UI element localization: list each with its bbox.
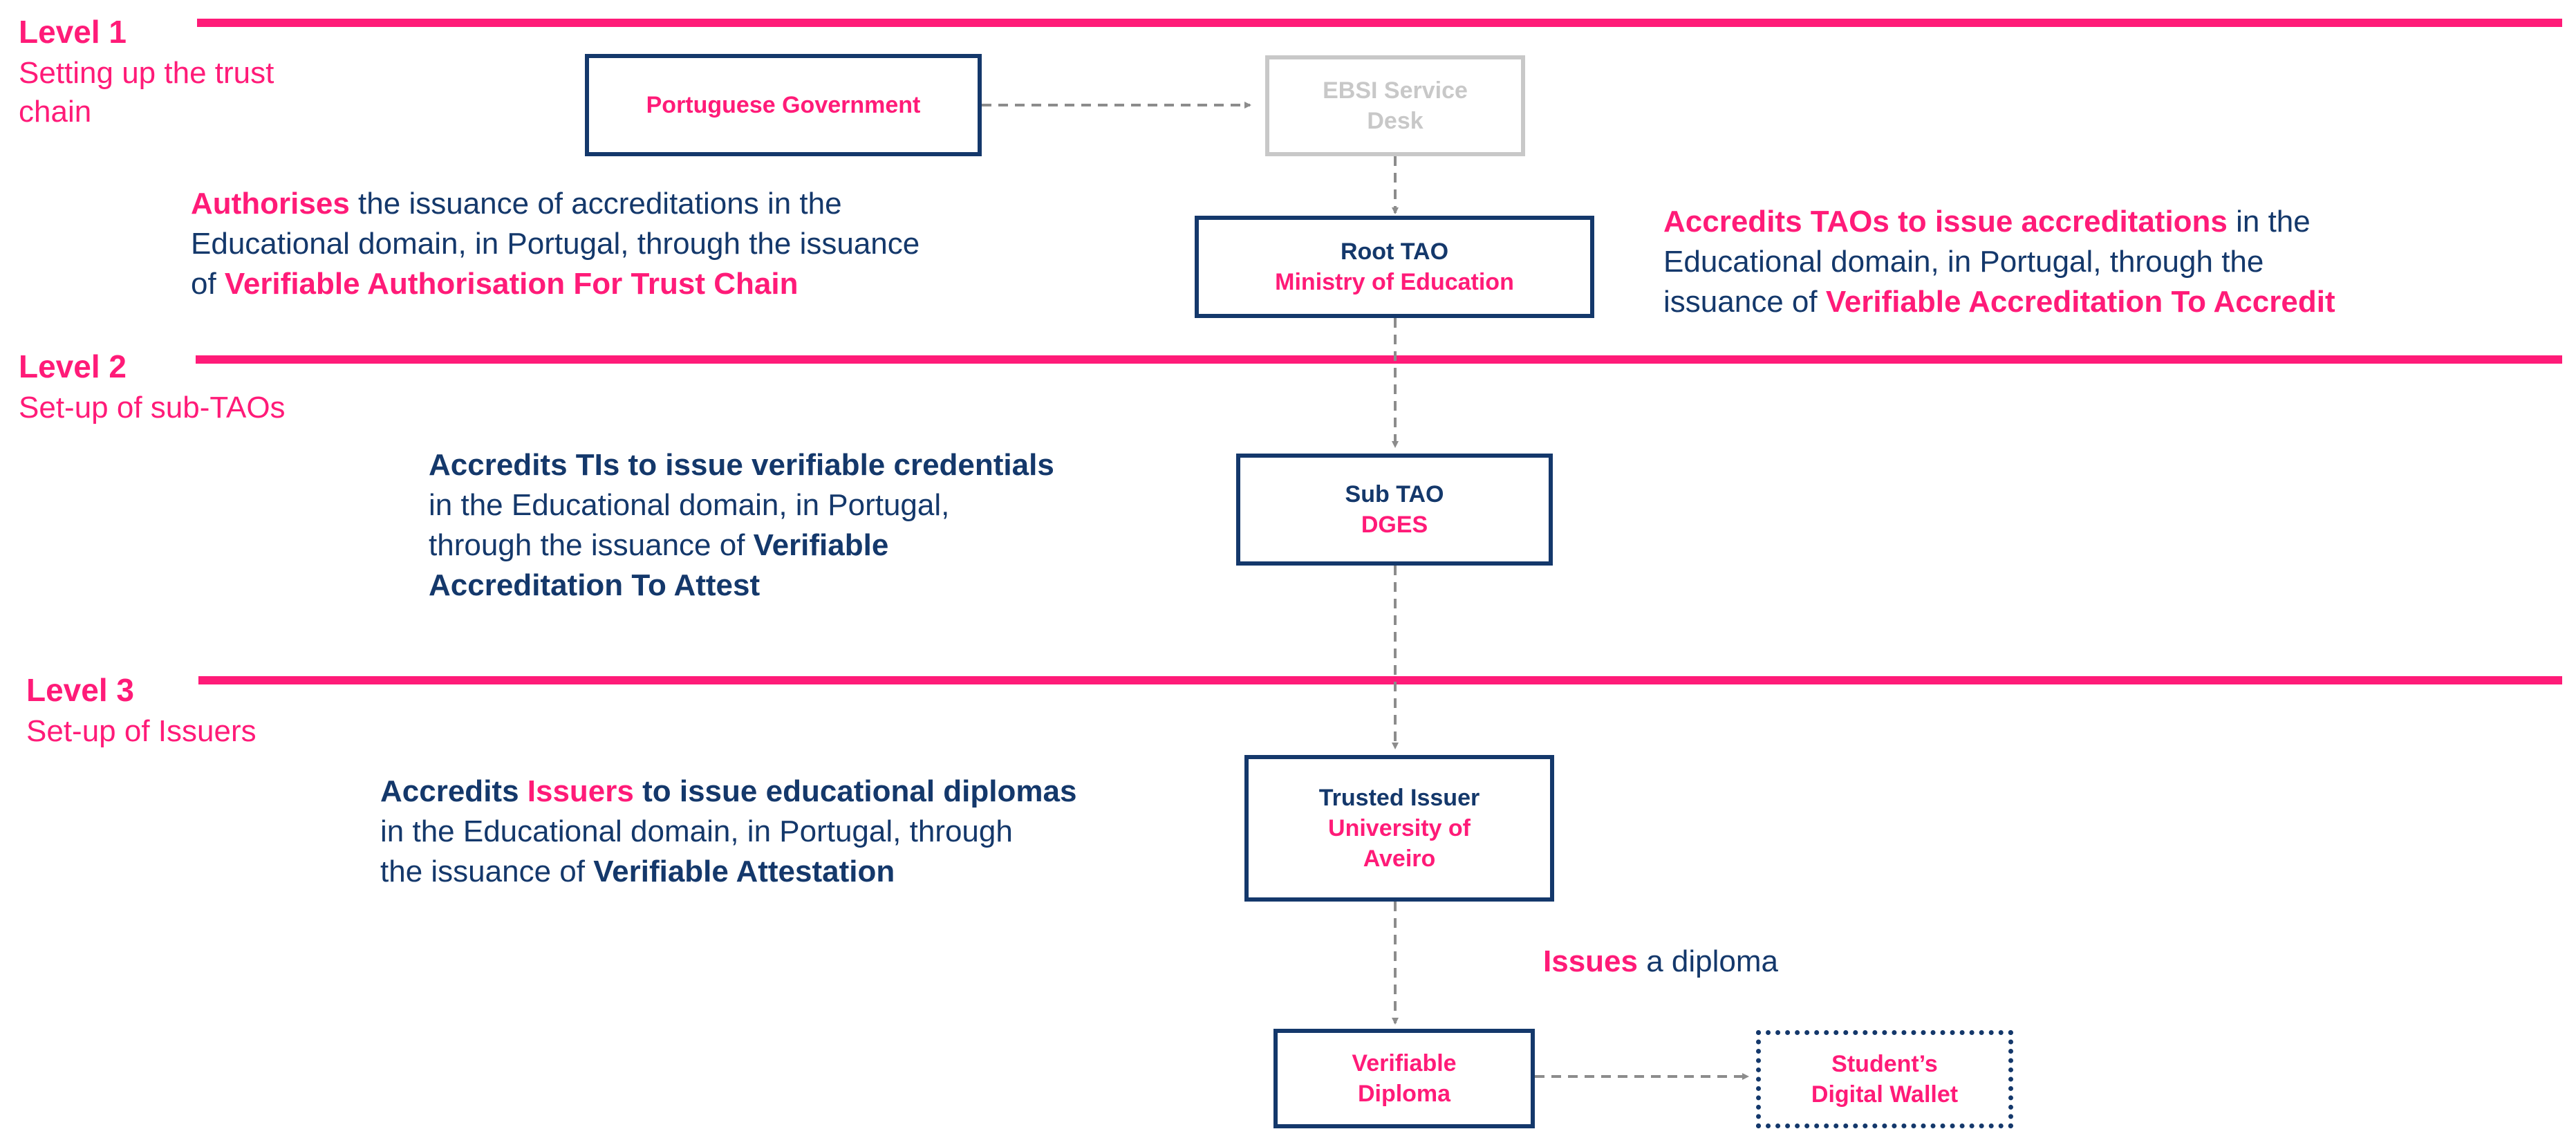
authorises-line3-bold: Verifiable Authorisation For Trust Chain: [224, 267, 799, 301]
accredits-issuers-line3: the issuance of Verifiable Attestation: [380, 852, 1224, 892]
authorises-description: Authorises the issuance of accreditation…: [191, 184, 1090, 304]
accredits-issuers-line3-bold: Verifiable Attestation: [593, 855, 895, 888]
authorises-line3: of Verifiable Authorisation For Trust Ch…: [191, 264, 1090, 304]
level-1-title: Level 1: [19, 14, 127, 50]
accredits-issuers-keyword-b: Issuers: [527, 774, 634, 808]
accredits-issuers-line1: Accredits Issuers to issue educational d…: [380, 772, 1224, 812]
trusted-issuer-name-line1: University of: [1328, 815, 1471, 841]
accredits-issuers-line3-prefix: the issuance of: [380, 855, 594, 888]
accredits-tis-line3: through the issuance of Verifiable: [429, 525, 1224, 566]
verifiable-diploma-label-line2: Diploma: [1357, 1081, 1451, 1107]
sub-tao-box: Sub TAO DGES: [1236, 454, 1553, 566]
accredits-tis-keyword: Accredits TIs to issue verifiable creden…: [429, 448, 1054, 482]
root-tao-role: Root TAO: [1340, 239, 1449, 265]
verifiable-diploma-box: Verifiable Diploma: [1273, 1029, 1535, 1128]
accredits-taos-keyword: Accredits TAOs to issue accreditations: [1663, 205, 2228, 239]
trusted-issuer-role: Trusted Issuer: [1318, 785, 1480, 811]
level-3-title: Level 3: [26, 672, 134, 708]
accredits-tis-line2: in the Educational domain, in Portugal,: [429, 488, 950, 522]
sub-tao-name: DGES: [1361, 512, 1428, 538]
accredits-taos-line3-prefix: issuance of: [1663, 285, 1826, 319]
accredits-issuers-keyword-a: Accredits: [380, 774, 528, 808]
issues-description: Issues a diploma: [1543, 942, 2027, 982]
accredits-tis-description: Accredits TIs to issue verifiable creden…: [429, 445, 1224, 606]
level-2-rule: [196, 355, 2562, 364]
accredits-issuers-line2: in the Educational domain, in Portugal, …: [380, 814, 1013, 848]
accredits-taos-line3-bold: Verifiable Accreditation To Accredit: [1825, 285, 2335, 319]
root-tao-box: Root TAO Ministry of Education: [1195, 216, 1594, 318]
ebsi-service-desk-box: EBSI Service Desk: [1265, 55, 1525, 156]
level-3-rule: [198, 676, 2562, 684]
authorises-line3-prefix: of: [191, 267, 225, 301]
accredits-tis-line3-bold: Verifiable: [753, 528, 889, 562]
level-3-subtitle: Set-up of Issuers: [26, 714, 256, 748]
level-2-subtitle: Set-up of sub-TAOs: [19, 391, 286, 425]
ebsi-service-desk-label-line1: EBSI Service: [1323, 77, 1468, 104]
level-1-subtitle-line2: chain: [19, 95, 92, 129]
accredits-tis-line3-prefix: through the issuance of: [429, 528, 754, 562]
accredits-taos-description: Accredits TAOs to issue accreditations i…: [1663, 202, 2562, 322]
accredits-taos-line2: Educational domain, in Portugal, through…: [1663, 245, 2264, 279]
accredits-taos-line3: issuance of Verifiable Accreditation To …: [1663, 282, 2562, 322]
accredits-issuers-keyword-c: to issue educational diplomas: [633, 774, 1077, 808]
root-tao-name: Ministry of Education: [1275, 269, 1514, 295]
portuguese-government-label: Portuguese Government: [646, 92, 921, 118]
students-digital-wallet-box: Student’s Digital Wallet: [1756, 1030, 2013, 1128]
issues-keyword: Issues: [1543, 944, 1638, 978]
accredits-taos-line1-rest: in the: [2227, 205, 2311, 239]
portuguese-government-box: Portuguese Government: [585, 54, 982, 156]
ebsi-service-desk-label-line2: Desk: [1367, 108, 1424, 134]
authorises-line2: Educational domain, in Portugal, through…: [191, 227, 920, 261]
level-2-title: Level 2: [19, 348, 127, 384]
issues-rest: a diploma: [1637, 944, 1778, 978]
authorises-line1-rest: the issuance of accreditations in the: [349, 187, 842, 221]
accredits-taos-line1: Accredits TAOs to issue accreditations i…: [1663, 202, 2562, 242]
authorises-line1: Authorises the issuance of accreditation…: [191, 184, 1090, 224]
trusted-issuer-name-line2: Aveiro: [1363, 846, 1436, 872]
accredits-tis-line4: Accreditation To Attest: [429, 568, 760, 602]
students-wallet-label-line2: Digital Wallet: [1811, 1081, 1959, 1108]
authorises-keyword: Authorises: [191, 187, 350, 221]
level-1-subtitle-line1: Setting up the trust: [19, 56, 274, 90]
accredits-issuers-description: Accredits Issuers to issue educational d…: [380, 772, 1224, 892]
students-wallet-label-line1: Student’s: [1831, 1051, 1938, 1077]
verifiable-diploma-label-line1: Verifiable: [1352, 1050, 1457, 1076]
sub-tao-role: Sub TAO: [1345, 481, 1444, 507]
trusted-issuer-box: Trusted Issuer University of Aveiro: [1244, 755, 1554, 902]
level-1-rule: [197, 19, 2562, 27]
